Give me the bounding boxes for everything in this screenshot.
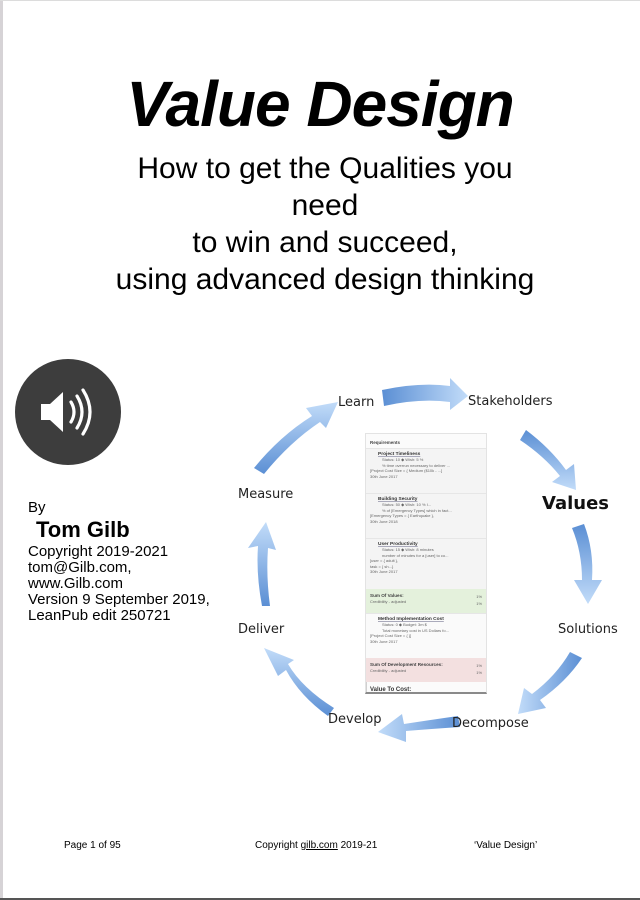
author-website: www.Gilb.com [28,575,124,592]
author-email: tom@Gilb.com, [28,559,132,576]
requirement-title: Building Security [378,497,418,502]
cycle-arrows [248,378,602,742]
sum-resources-pct: 1% [476,670,482,675]
requirements-card: Requirements Project Timeliness Status: … [365,433,487,694]
requirement-date: 30th June 2017 [370,569,398,574]
sum-resources-sub: Credibility - adjusted [370,668,407,673]
requirement-status: Status: 15 ◆ Wish: 8 minutes [382,547,434,552]
arrow-stakeholders-to-values [520,430,576,490]
cycle-label-learn: Learn [338,395,375,410]
arrow-solutions-to-decompose [518,652,582,714]
cost-desc: Total monetary cost in US Dollars fo... [382,627,449,633]
requirement-title: Project Timeliness [378,452,421,457]
sum-resources-title: Sum Of Development Resources: [370,662,443,667]
footer-copyright-prefix: Copyright [255,840,301,851]
sum-resources-pct: 1% [476,663,482,668]
footer-copyright-suffix: 2019-21 [337,840,378,851]
requirement-date: 30th June 2017 [370,473,398,479]
cost-status: Status: 0 ◆ Budget: 3m $ [382,622,427,627]
sum-values-sub: Credibility - adjusted [370,599,407,604]
arrow-decompose-to-develop [378,714,460,742]
requirement-date: 30th June 2018 [370,518,398,524]
requirement-item: User Productivity Status: 15 ◆ Wish: 8 m… [366,538,486,589]
footer-page-number: Page 1 of 95 [64,840,121,851]
version-line: Version 9 September 2019, [28,591,210,608]
requirement-title: User Productivity [378,542,418,547]
footer-copyright: Copyright gilb.com 2019-21 [255,840,377,851]
value-cycle-diagram: Learn Stakeholders Values Solutions Deco… [230,370,630,770]
subtitle-line: How to get the Qualities you [137,152,513,185]
subtitle-line: to win and succeed, [192,226,458,259]
cycle-label-develop: Develop [328,712,382,727]
by-label: By [28,499,46,516]
edit-line: LeanPub edit 250721 [28,607,171,624]
arrow-values-to-solutions [572,524,602,604]
sum-values-title: Sum Of Values: [370,593,404,598]
audio-play-button[interactable] [15,359,121,465]
cost-scope: [Project Cost Size = { }] [370,633,412,638]
sum-values-pct: 1% [476,601,482,606]
requirement-item: Project Timeliness Status: 10 ◆ Wish: 5 … [366,448,486,493]
requirement-desc: number of minutes for a [user] to co... [382,552,449,558]
footer-gilb-link[interactable]: gilb.com [300,840,338,851]
sum-of-values-row: Sum Of Values: Credibility - adjusted 1%… [366,589,486,613]
cost-date: 30th June 2017 [370,638,398,644]
requirement-scope: [Emergency Types = { Earthquake }, [370,513,435,518]
requirement-scope: [Project Cost Size = { Medium ($10k - ..… [370,468,443,473]
sum-values-side: 1% 1% [476,593,482,607]
author-block: By Tom Gilb Copyright 2019-2021 tom@Gilb… [28,500,238,624]
subtitle-line: using advanced design thinking [115,263,535,296]
arrow-learn-to-stakeholders [382,378,468,410]
page-bottom-edge [0,898,640,900]
cost-item: Method Implementation Cost Status: 0 ◆ B… [366,613,486,658]
page-left-edge [0,0,3,900]
cost-title: Method Implementation Cost [378,617,444,622]
speaker-icon [41,388,92,436]
requirement-desc: % time overrun necessary to deliver ... [382,462,451,468]
footer-book-title: ‘Value Design’ [474,840,538,851]
cycle-label-solutions: Solutions [558,622,618,637]
author-name: Tom Gilb [36,517,130,542]
value-to-cost-label: Value To Cost: [370,687,412,693]
cycle-label-measure: Measure [238,487,294,502]
cycle-label-decompose: Decompose [452,716,529,731]
page-top-edge [0,0,640,1]
copyright-line: Copyright 2019-2021 [28,543,169,560]
requirement-status: Status: 50 ◆ Wish: 10 % I... [382,502,432,507]
document-subtitle: How to get the Qualities you need to win… [0,150,640,298]
document-title: Value Design [126,68,515,140]
requirement-scope: [user = { adult }, [370,558,399,563]
cycle-label-deliver: Deliver [238,622,285,637]
sum-resources-side: 1% 1% [476,662,482,676]
cycle-label-stakeholders: Stakeholders [468,394,553,409]
requirement-status: Status: 10 ◆ Wish: 5 % [382,457,424,462]
requirements-header: Requirements [370,440,401,445]
subtitle-line: need [291,189,359,222]
requirement-scope: task = { sh...} [370,563,394,569]
sum-values-pct: 1% [476,594,482,599]
requirement-item: Building Security Status: 50 ◆ Wish: 10 … [366,493,486,538]
arrow-deliver-to-measure [248,522,276,606]
arrow-measure-to-learn [254,402,338,474]
cycle-label-values: Values [542,493,609,514]
sum-of-resources-row: Sum Of Development Resources: Credibilit… [366,658,486,682]
requirement-desc: % of [Emergency Types] which in fact... [382,507,452,513]
arrow-develop-to-deliver [264,648,334,716]
